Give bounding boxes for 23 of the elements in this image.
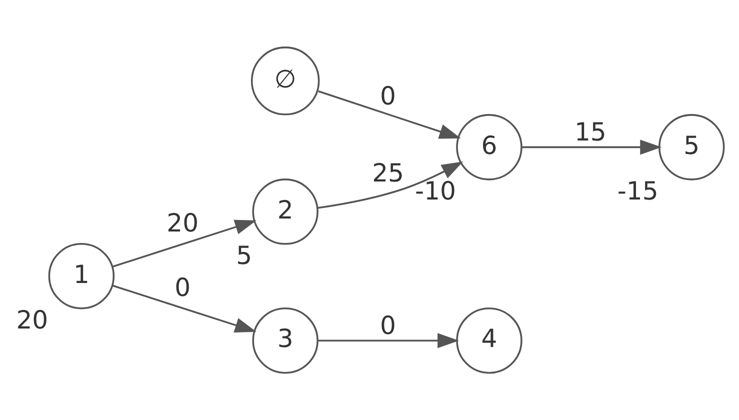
arrow bbox=[112, 220, 256, 268]
arrow bbox=[318, 162, 464, 209]
node-circle: 3 bbox=[252, 307, 318, 374]
node-label: -10 bbox=[415, 176, 456, 206]
node-label: -15 bbox=[617, 176, 658, 206]
edge-label: 0 bbox=[380, 82, 396, 111]
node-circle: ∅ bbox=[250, 46, 320, 116]
arrow bbox=[522, 140, 662, 155]
node-circle: 1 bbox=[48, 243, 115, 310]
edge-label: 20 bbox=[166, 208, 199, 238]
edge-label: 25 bbox=[372, 158, 404, 188]
node-circle: 6 bbox=[456, 114, 522, 180]
arrow bbox=[318, 90, 461, 139]
node-circle: 4 bbox=[456, 307, 522, 374]
edge-label: 0 bbox=[380, 310, 396, 340]
arrow bbox=[318, 333, 460, 348]
edge-label: 0 bbox=[174, 273, 191, 302]
edge-label: 15 bbox=[574, 117, 606, 146]
node-circle: 5 bbox=[658, 114, 725, 180]
node-label: 20 bbox=[16, 305, 48, 334]
node-label: 5 bbox=[236, 240, 252, 270]
arrow bbox=[112, 284, 256, 332]
node-circle: 2 bbox=[252, 178, 318, 245]
